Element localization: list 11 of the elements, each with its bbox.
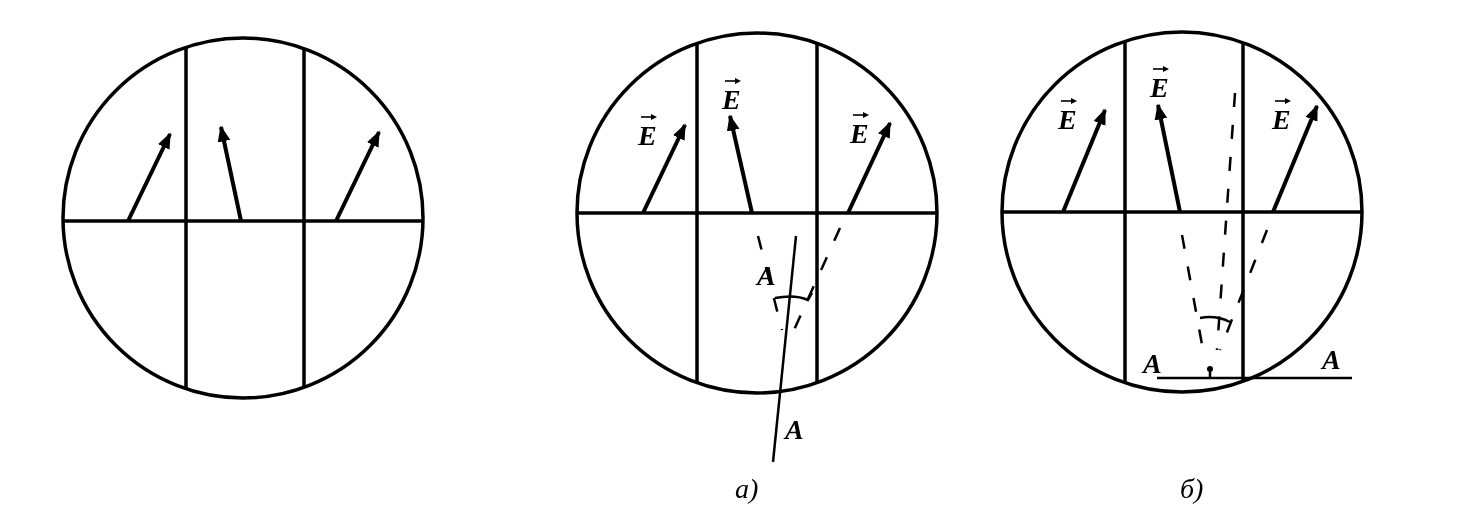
- vector-label: E: [722, 86, 741, 114]
- vector-label: E: [850, 120, 869, 148]
- vector-label: E: [1272, 106, 1291, 134]
- vector-label: E: [1058, 106, 1077, 134]
- axis-label: A: [1322, 346, 1341, 374]
- vector-label: E: [1150, 74, 1169, 102]
- axis-label: A: [1143, 350, 1162, 378]
- panel-caption: a): [735, 475, 759, 503]
- axis-label: A: [785, 416, 804, 444]
- vector-label: E: [638, 122, 657, 150]
- panel-caption: б): [1180, 475, 1204, 503]
